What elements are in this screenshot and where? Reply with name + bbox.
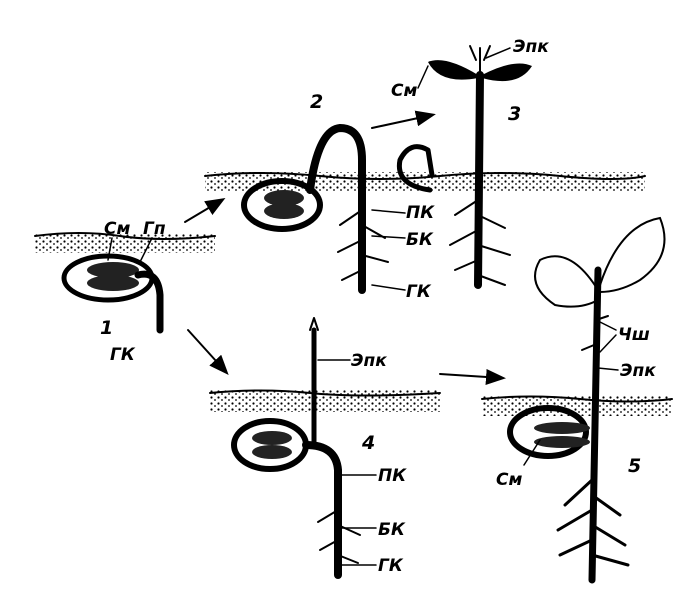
stage-3-epicotyl-label: Эпк	[513, 37, 549, 57]
stage-4-main-root-label: ГК	[378, 556, 404, 576]
stage-4-lateral-roots-label: БК	[378, 520, 406, 540]
stage-5-scales-label: Чш	[618, 325, 650, 345]
arrow-stage1-to-stage4	[187, 329, 229, 375]
stage-4-epicotyl-label: Эпк	[351, 351, 387, 371]
stage-2-hypocotyl-root-label: ПК	[406, 203, 435, 223]
stage-2-main-root-label: ГК	[406, 282, 432, 302]
stage-3-seedling	[396, 45, 532, 289]
stage-5-number: 5	[628, 455, 641, 477]
stage-4-number: 4	[361, 432, 375, 454]
stage-1-hypocotyl-label: Гп	[143, 219, 166, 239]
stage-3-number: 3	[508, 103, 521, 125]
leader-lines	[317, 47, 619, 566]
stage-2-number: 2	[310, 91, 323, 113]
arrow-stage2-to-stage3	[371, 110, 436, 129]
arrow-stage1-to-stage2	[184, 197, 226, 223]
arrows	[184, 110, 506, 385]
stage-2-lateral-roots-label: БК	[406, 230, 434, 250]
soil-band-stage-4	[209, 389, 441, 412]
soil-band-stage-1	[34, 232, 216, 253]
stage-1-cotyledon-label: См	[104, 219, 130, 239]
stage-3-cotyledon-label: См	[391, 81, 417, 101]
arrow-stage4-to-stage5	[439, 368, 506, 385]
stage-5-epicotyl-label: Эпк	[620, 361, 656, 381]
stage-2-seedling	[241, 124, 389, 294]
stage-1-number: 1	[100, 317, 113, 339]
stage-4-seedling	[231, 317, 361, 579]
stage-5-seedling	[507, 216, 666, 584]
stage-4-hypocotyl-root-label: ПК	[378, 466, 407, 486]
stage-1-seedling	[61, 237, 164, 334]
stage-1-main-root-label: ГК	[110, 345, 136, 365]
stage-5-cotyledon-label: См	[496, 470, 522, 490]
